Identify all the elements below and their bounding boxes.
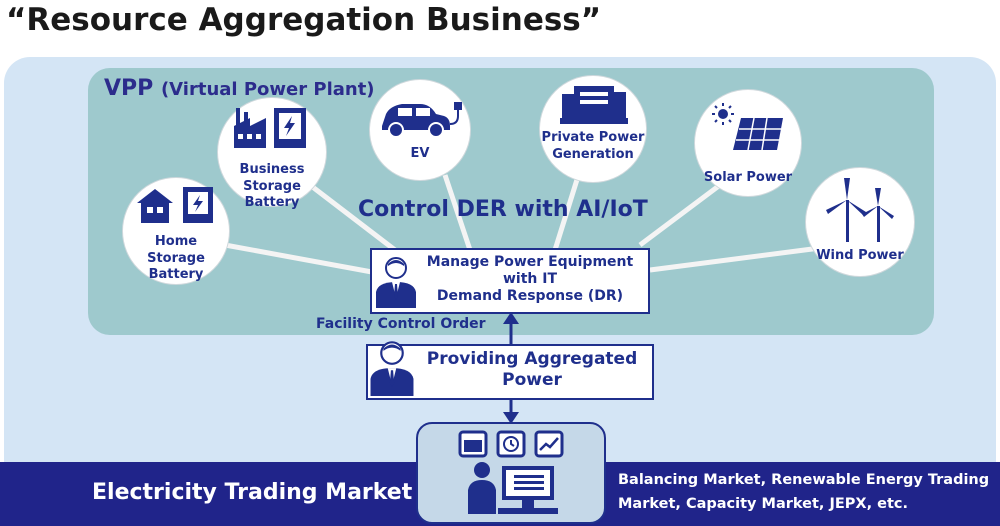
calendar-icon <box>458 430 488 458</box>
aggregator-box: Providing Aggregated Power <box>366 341 654 400</box>
line-chart-icon <box>534 430 564 458</box>
arrow-down-head <box>503 412 519 424</box>
resource-private-generation: Private Power Generation <box>540 76 646 182</box>
market-description: Balancing Market, Renewable Energy Tradi… <box>618 468 989 516</box>
ev-car-icon <box>382 102 462 138</box>
operator-computer-icon <box>468 462 558 514</box>
manager-line3: Demand Response (DR) <box>436 288 624 304</box>
resource-label-line1: Solar Power <box>703 170 793 185</box>
solar-panel-icon <box>712 103 783 151</box>
resource-label-line1: Private Power <box>541 130 645 145</box>
resource-wind: Wind Power <box>806 168 914 276</box>
home-battery-icon <box>137 187 213 223</box>
arrow-up-head <box>503 312 519 324</box>
generator-icon <box>560 86 628 124</box>
clock-icon <box>496 430 526 458</box>
market-title: Electricity Trading Market <box>92 480 413 505</box>
manager-box: Manage Power Equipment with IT Demand Re… <box>370 248 650 314</box>
person-icon <box>370 341 414 396</box>
person-icon <box>376 257 416 308</box>
connector-ev <box>442 174 473 251</box>
resource-label-line1: Wind Power <box>816 248 904 263</box>
resource-home-battery: Home Storage Battery <box>123 178 229 284</box>
vpp-title-sub: (Virtual Power Plant) <box>160 79 375 100</box>
connector-solar <box>638 183 722 247</box>
facility-control-order-label: Facility Control Order <box>316 316 486 332</box>
resource-label-line2: Storage Battery <box>243 179 301 210</box>
wind-turbine-icon <box>826 178 894 242</box>
manager-line2: with IT <box>502 271 558 287</box>
vpp-title: VPP (Virtual Power Plant) <box>104 76 375 101</box>
connector-wind <box>649 245 821 273</box>
connector-private-gen <box>552 169 583 251</box>
page-title: “Resource Aggregation Business” <box>6 2 602 38</box>
market-desc-line1: Balancing Market, Renewable Energy Tradi… <box>618 472 990 488</box>
resource-label-line1: EV <box>410 146 430 161</box>
market-desc-line2: Market, Capacity Market, JEPX, etc. <box>618 496 908 512</box>
trading-terminal-panel <box>416 422 606 524</box>
resource-business-battery: Business Storage Battery <box>218 98 326 210</box>
resource-label-line1: Business <box>239 162 305 177</box>
vpp-center-label: Control DER with AI/IoT <box>358 197 648 222</box>
resource-ev: EV <box>370 80 470 180</box>
manager-line1: Manage Power Equipment <box>426 254 634 270</box>
vpp-title-main: VPP <box>104 76 154 101</box>
aggregator-line1: Providing Aggregated <box>426 349 638 369</box>
connector-home <box>224 242 373 275</box>
resource-label-line2: Storage Battery <box>147 251 205 282</box>
resource-solar: Solar Power <box>695 90 801 196</box>
factory-battery-icon <box>234 108 306 148</box>
aggregator-line2: Power <box>502 370 562 390</box>
dashboard-icons <box>458 430 564 458</box>
resource-label-line2: Generation <box>552 147 634 162</box>
connector-business <box>308 183 397 252</box>
resource-label-line1: Home <box>154 234 198 249</box>
